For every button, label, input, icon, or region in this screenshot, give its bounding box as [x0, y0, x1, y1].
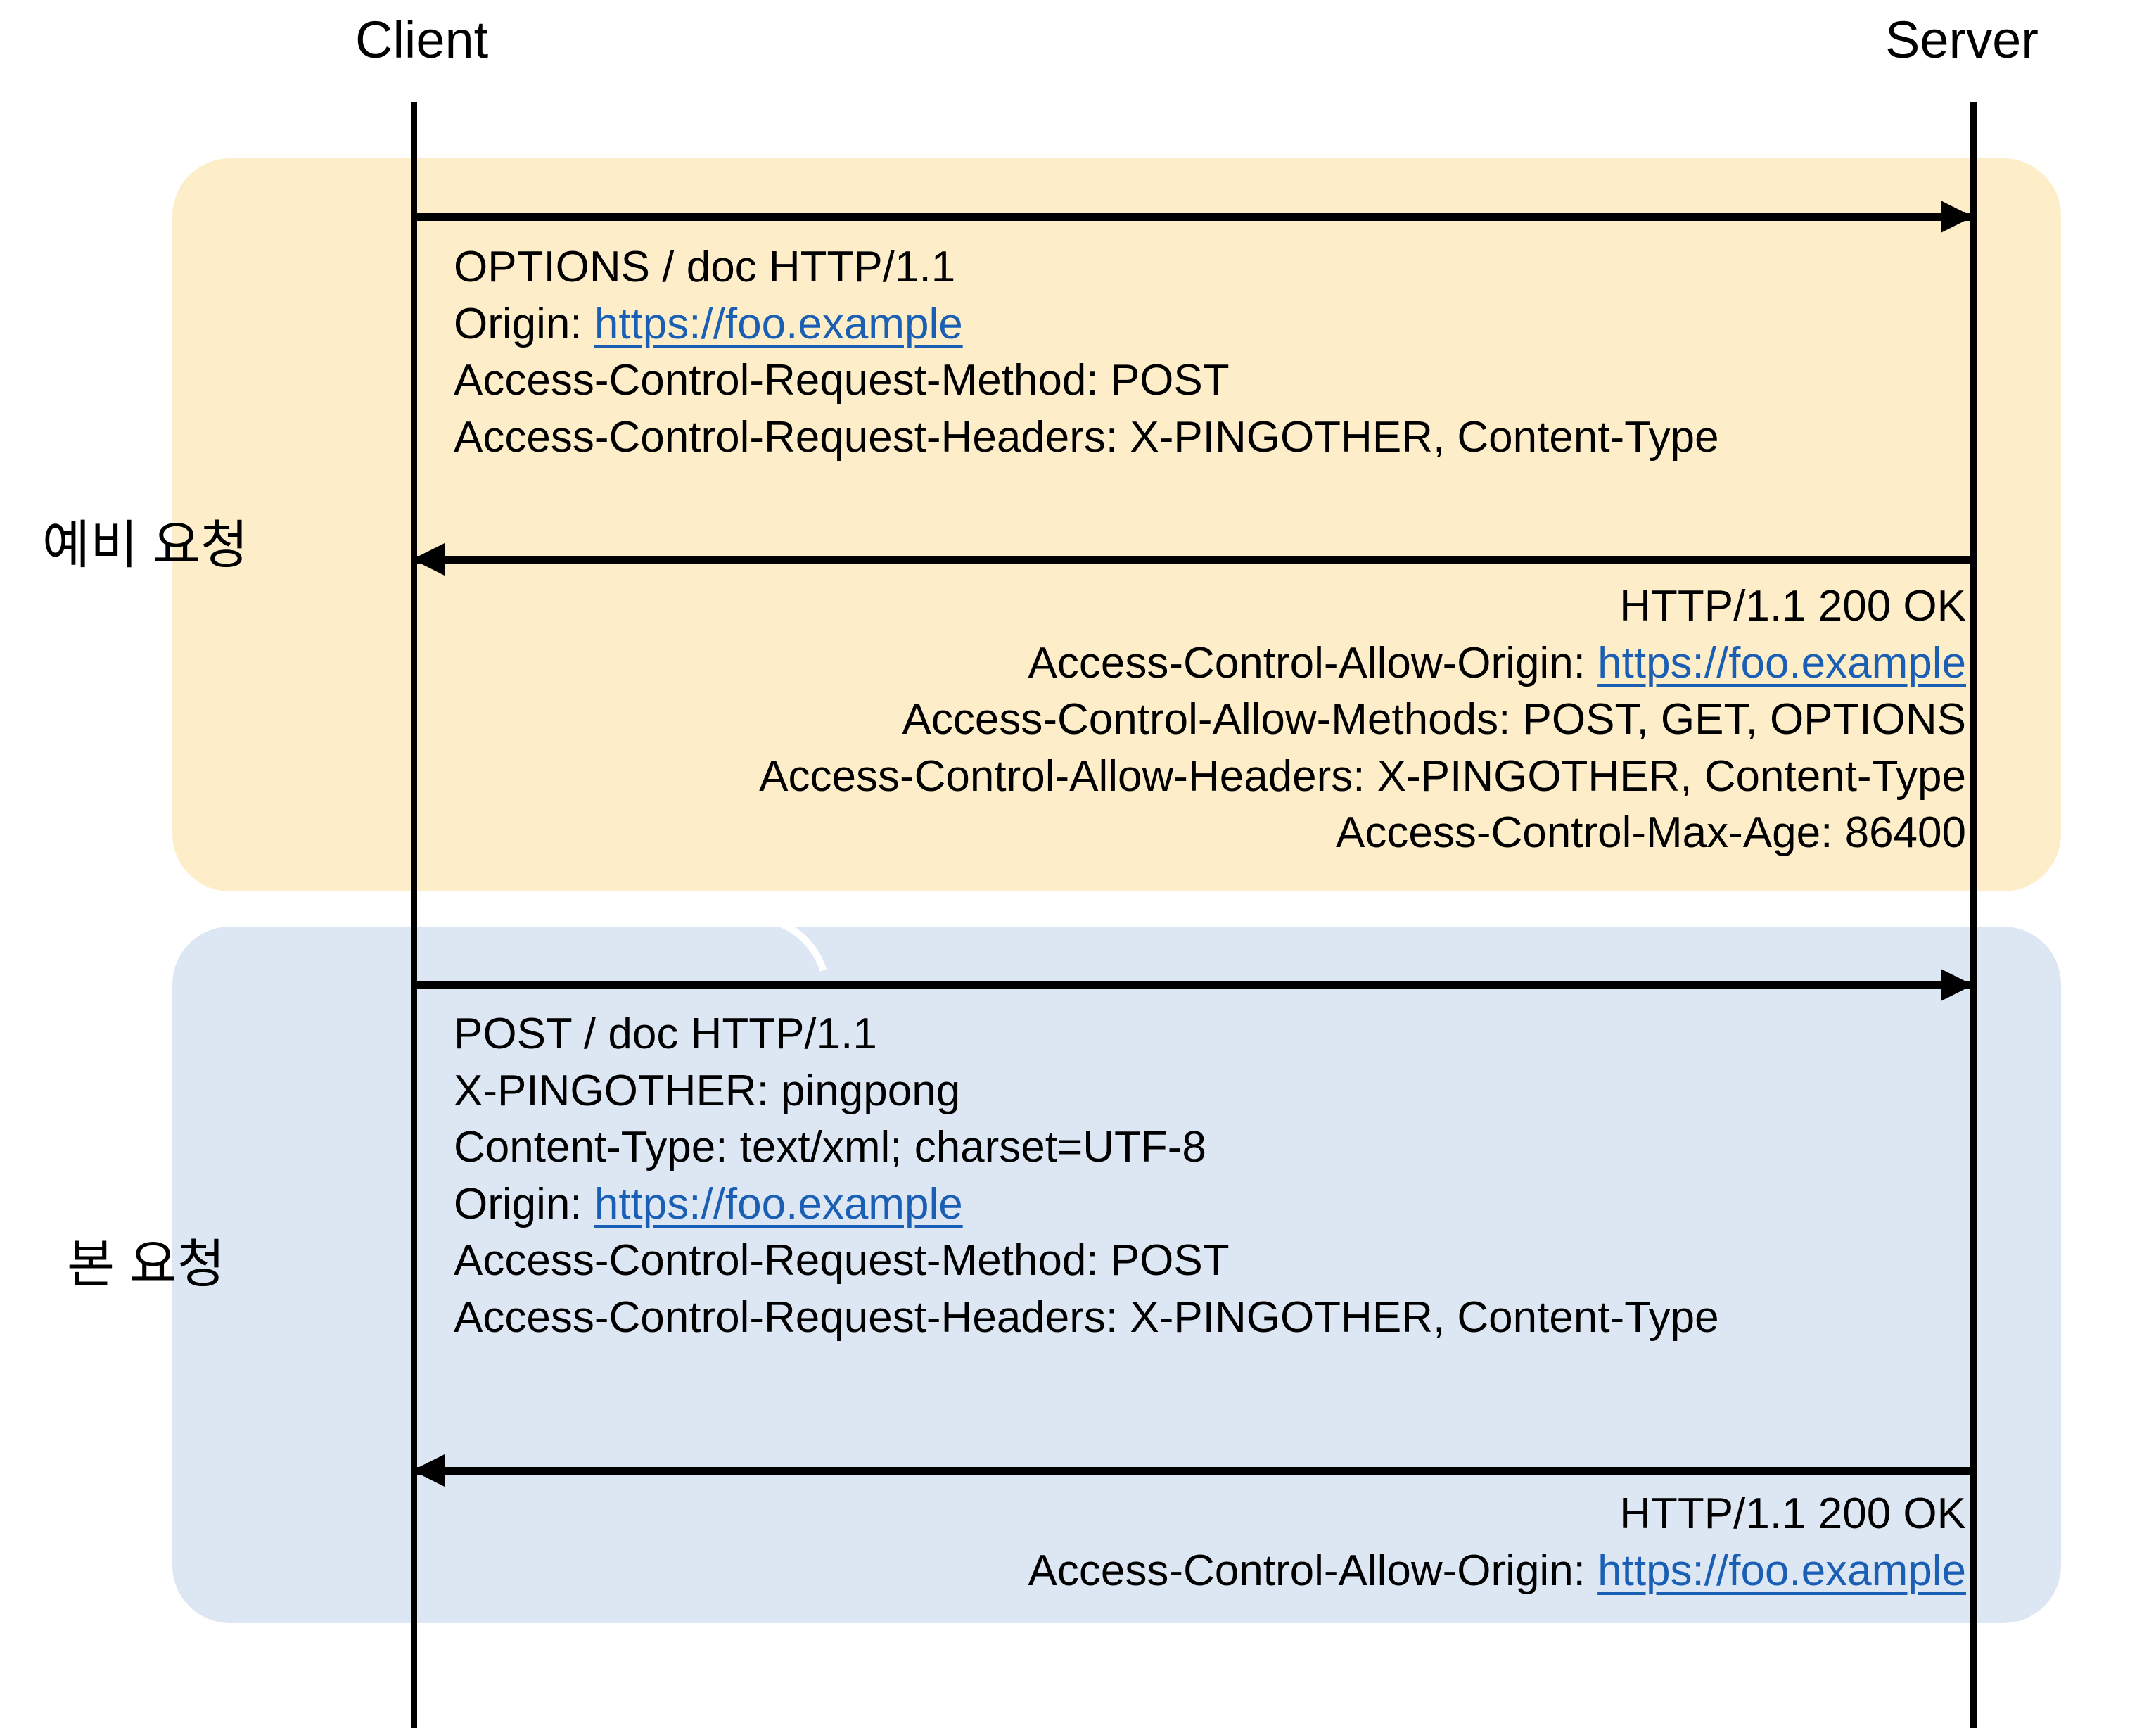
message-line-prefix: Origin:: [454, 299, 594, 348]
message-line-prefix: Origin:: [454, 1179, 594, 1228]
phase-band-preflight: [172, 158, 2061, 891]
message-line-prefix: Access-Control-Allow-Origin:: [1028, 1546, 1598, 1595]
message-line: Access-Control-Request-Headers: X-PINGOT…: [454, 1292, 1719, 1342]
arrow-head-right: [1941, 201, 1973, 233]
message-line: Content-Type: text/xml; charset=UTF-8: [454, 1123, 1206, 1172]
message-line: HTTP/1.1 200 OK: [1619, 582, 1966, 630]
message-line: X-PINGOTHER: pingpong: [454, 1066, 961, 1115]
arrow-head-left: [412, 1454, 445, 1487]
message-line: Access-Control-Allow-Origin: https://foo…: [454, 1543, 1967, 1600]
message-preflight-response: HTTP/1.1 200 OK Access-Control-Allow-Ori…: [454, 578, 1966, 862]
message-line: OPTIONS / doc HTTP/1.1: [454, 243, 956, 291]
message-line: Access-Control-Max-Age: 86400: [1336, 808, 1966, 858]
phase-label-preflight: 예비 요청: [42, 516, 248, 574]
arrow-shaft: [414, 556, 1972, 564]
origin-link[interactable]: https://foo.example: [594, 299, 963, 348]
arrow-shaft: [414, 1467, 1972, 1475]
message-line: Access-Control-Request-Headers: X-PINGOT…: [454, 412, 1719, 462]
arrow-shaft: [414, 981, 1972, 989]
message-line: Access-Control-Allow-Methods: POST, GET,…: [902, 695, 1967, 744]
message-line: Access-Control-Allow-Headers: X-PINGOTHE…: [759, 751, 1966, 801]
message-line: Origin: https://foo.example: [454, 1176, 1966, 1233]
arrow-head-left: [412, 543, 445, 576]
phase-label-actual: 본 요청: [67, 1235, 225, 1293]
allow-origin-link[interactable]: https://foo.example: [1597, 1546, 1966, 1595]
phase-band-actual: [172, 927, 2061, 1623]
message-line-prefix: Access-Control-Allow-Origin:: [1028, 638, 1598, 687]
message-preflight-request: OPTIONS / doc HTTP/1.1 Origin: https://f…: [454, 239, 1966, 466]
message-line: Access-Control-Allow-Origin: https://foo…: [454, 635, 1967, 692]
message-actual-request: POST / doc HTTP/1.1 X-PINGOTHER: pingpon…: [454, 1006, 1966, 1347]
origin-link[interactable]: https://foo.example: [594, 1179, 963, 1228]
message-line: POST / doc HTTP/1.1: [454, 1010, 877, 1058]
message-line: Access-Control-Request-Method: POST: [454, 356, 1230, 405]
arrow-shaft: [414, 213, 1972, 221]
allow-origin-link[interactable]: https://foo.example: [1597, 638, 1966, 687]
message-line: Origin: https://foo.example: [454, 296, 1966, 353]
client-actor-label: Client: [355, 11, 489, 69]
server-actor-label: Server: [1885, 11, 2039, 69]
message-actual-response: HTTP/1.1 200 OK Access-Control-Allow-Ori…: [454, 1486, 1967, 1600]
message-line: HTTP/1.1 200 OK: [1619, 1489, 1966, 1538]
arrow-head-right: [1941, 969, 1973, 1001]
message-line: Access-Control-Request-Method: POST: [454, 1236, 1230, 1285]
server-lifeline: [1970, 102, 1977, 1728]
client-lifeline: [411, 102, 417, 1728]
